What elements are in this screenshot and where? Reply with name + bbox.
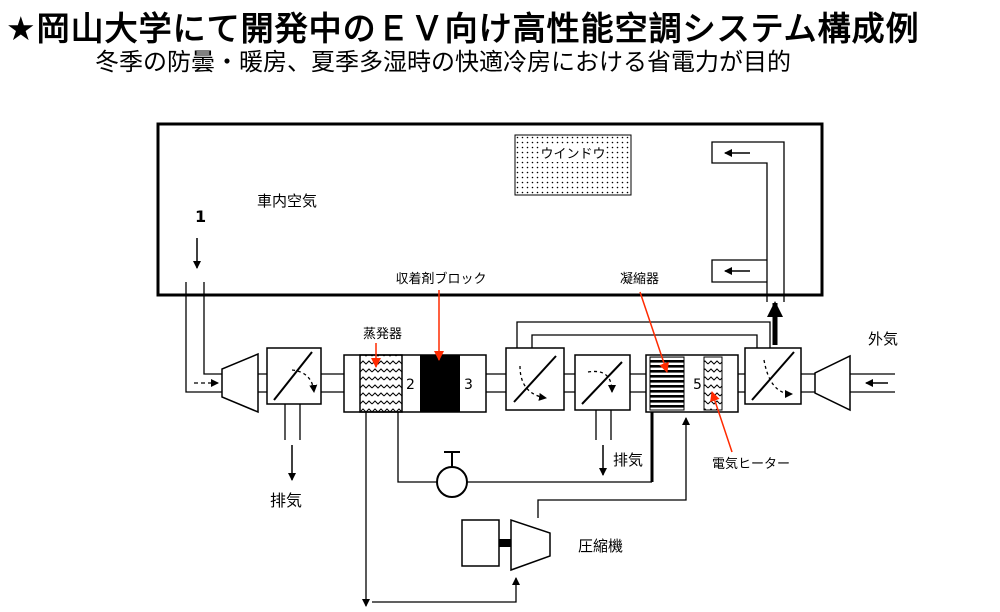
number-5-label: 5 [693,377,702,393]
cabin-box [156,122,824,297]
main-duct [258,373,815,393]
adsorbent-block [420,355,460,412]
damper-1-flow [291,369,318,393]
damper-4-flow [763,359,793,398]
compressor-label: 圧縮機 [578,537,623,555]
middle-exhaust-duct [595,410,612,440]
expansion-valve [436,466,468,498]
left-exhaust-duct [284,404,301,440]
electric-heater-label: 電気ヒーター [712,456,790,472]
refrigerant-line-compressor-out [537,417,690,518]
refrigerant-line-bottom [372,577,520,603]
electric-heater-pointer [710,391,733,453]
window-label: ウインドウ [540,147,605,162]
number-2-label: 2 [406,377,415,393]
intake-duct [185,282,222,393]
inlet-number-label: 1 [195,207,206,226]
damper-2-blade [513,355,557,403]
compressor [510,518,551,572]
evaporator [359,354,403,413]
condenser-pointer [639,291,669,373]
middle-exhaust-label: 排気 [613,451,643,469]
damper-3-blade [581,361,623,405]
left-exhaust-label: 排気 [270,491,302,510]
condenser-label: 凝縮器 [620,271,659,287]
number-3-label: 3 [464,377,473,393]
damper-1-blade [273,351,313,401]
adsorbent-block-label: 収着剤ブロック [395,271,486,287]
window-label-bg [540,145,606,162]
right-fan [814,354,851,412]
damper-4-blade [751,351,795,401]
cabin-outlet-duct-lower [711,259,767,283]
compressor-motor [461,519,500,567]
electric-heater [703,356,723,411]
damper-3-flow [587,370,616,393]
left-fan [221,352,259,414]
window-box [514,134,632,196]
page-subtitle: 冬季の防曇・暖房、夏季多湿時の快適冷房における省電力が目的 [95,48,791,76]
condenser [649,356,685,411]
outside-air-duct [850,373,895,393]
outside-air-label: 外気 [868,330,898,348]
cabin-outlet-duct [711,141,785,302]
cabin-air-label: 車内空気 [257,192,317,210]
refrigerant-loop-evap [397,412,652,483]
evaporator-label: 蒸発器 [363,327,402,342]
compressor-shaft [499,539,511,547]
upper-bypass-duct [516,321,771,348]
page-title: ★岡山大学にて開発中のＥＶ向け高性能空調システム構成例 [6,9,920,48]
